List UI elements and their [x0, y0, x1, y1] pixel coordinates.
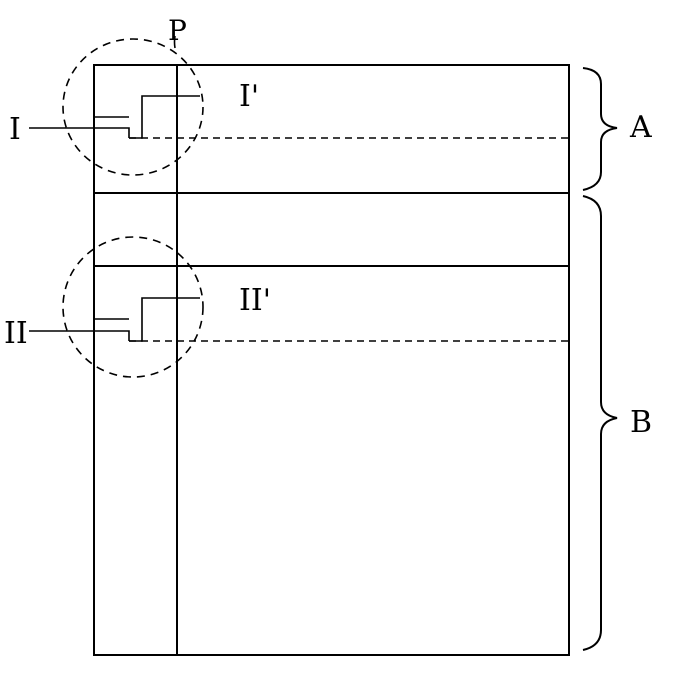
- label-i: I: [9, 112, 21, 147]
- section-line-ii-prime: [129, 298, 200, 341]
- label-ii: II: [4, 316, 28, 351]
- detail-circle-upper: [63, 39, 203, 175]
- section-line-i: [29, 128, 129, 138]
- label-i-prime: I': [239, 79, 259, 114]
- label-a: A: [629, 110, 652, 145]
- brace-a: [583, 68, 617, 190]
- section-line-ii: [29, 331, 129, 341]
- section-line-i-prime: [129, 96, 200, 138]
- detail-circle-lower: [63, 237, 203, 377]
- outer-frame: [94, 65, 569, 655]
- label-ii-prime: II': [239, 283, 271, 318]
- label-p: P: [168, 14, 187, 47]
- label-b: B: [630, 405, 652, 440]
- brace-b: [583, 196, 617, 650]
